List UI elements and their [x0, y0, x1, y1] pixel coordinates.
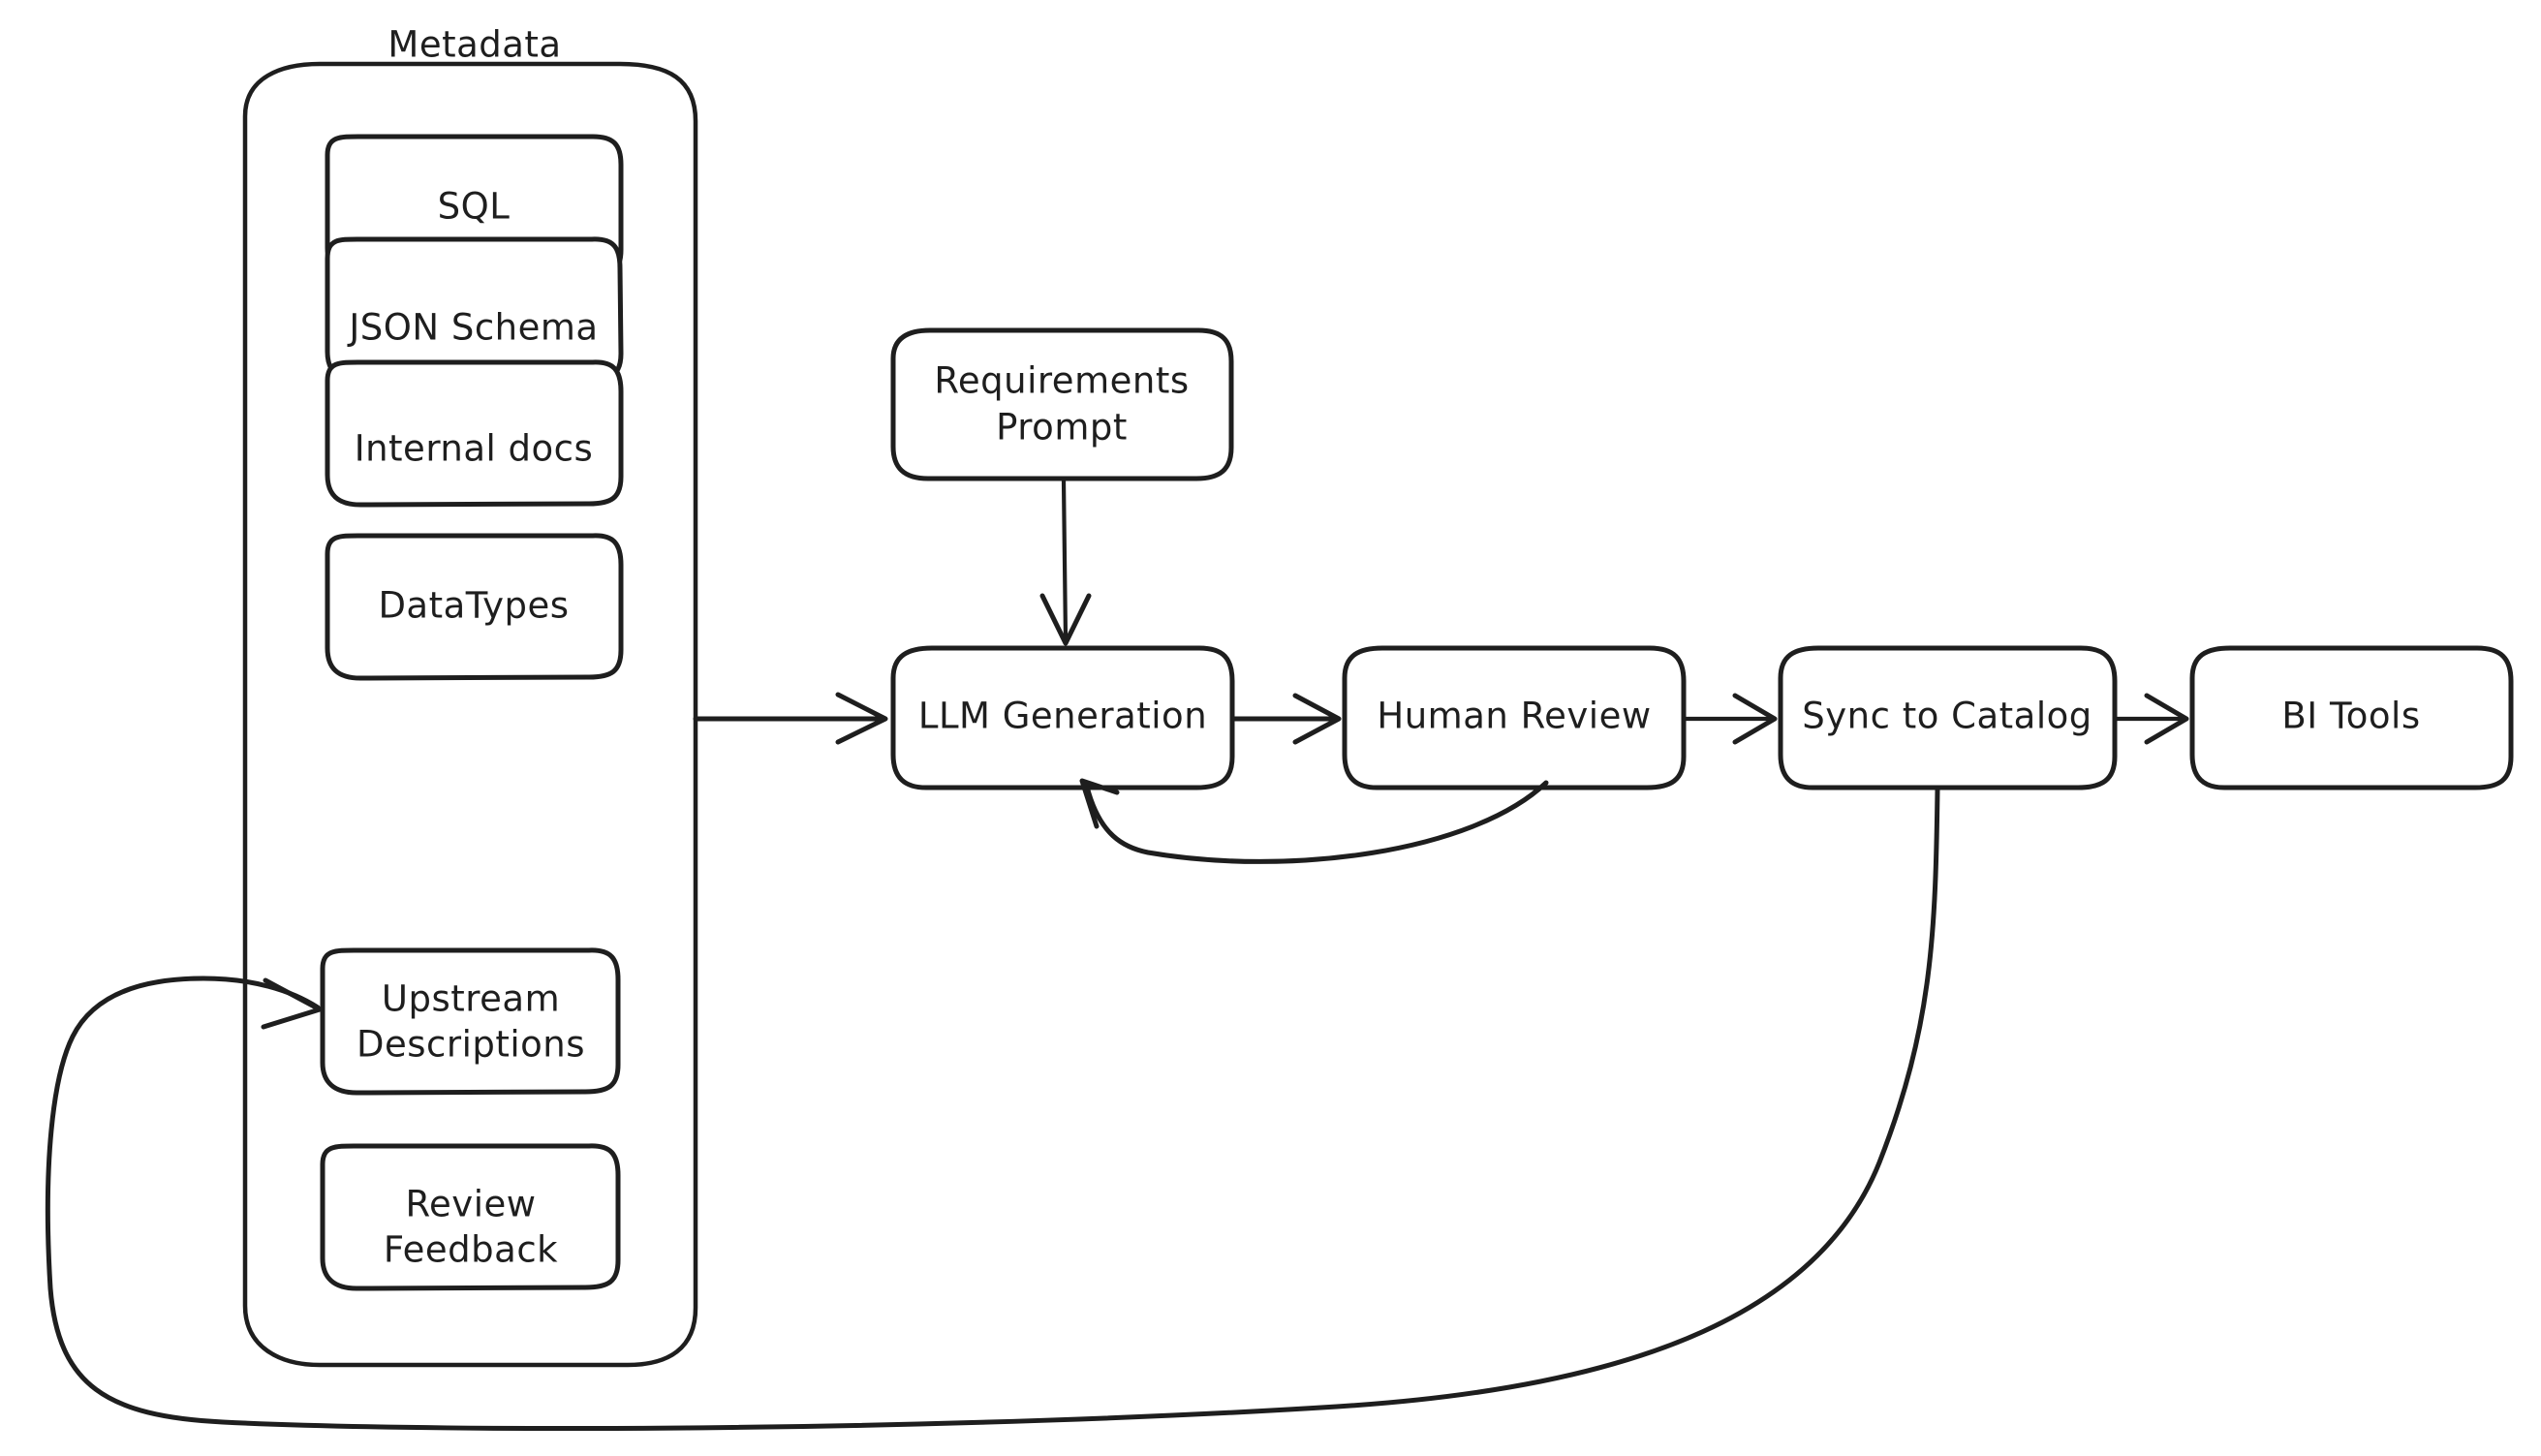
metadata-group-outline	[242, 61, 698, 1368]
node-datatypes-label: DataTypes	[378, 585, 569, 627]
node-internal-docs-outline	[325, 359, 624, 508]
node-sync-to-catalog-label: Sync to Catalog	[1802, 696, 2092, 737]
node-upstream-descriptions-label-line1: Upstream	[382, 978, 560, 1020]
edge-sync-to-upstream-arrowhead	[261, 977, 323, 1030]
edge-sync-to-upstream	[45, 787, 1940, 1432]
node-review-feedback-outline	[320, 1143, 621, 1291]
metadata-group-label: Metadata	[387, 24, 561, 66]
node-requirements-prompt-label-line1: Requirements	[934, 360, 1189, 402]
metadata-group[interactable]	[242, 61, 698, 1368]
node-llm-generation-label: LLM Generation	[918, 696, 1207, 737]
edge-review-back-to-llm-arrowhead	[1079, 778, 1120, 829]
edge-llm-to-review-arrowhead	[1292, 693, 1342, 745]
edge-metadata-to-llm	[693, 692, 888, 745]
edge-metadata-to-llm-arrowhead	[835, 692, 888, 745]
node-human-review[interactable]: Human Review	[1342, 645, 1687, 790]
node-sync-to-catalog-outline	[1778, 645, 2118, 790]
node-json-schema[interactable]: JSON Schema	[325, 236, 624, 384]
edge-review-back-to-llm	[1079, 778, 1549, 864]
node-bi-tools-outline	[2189, 645, 2514, 790]
node-datatypes-outline	[325, 533, 624, 681]
node-llm-generation[interactable]: LLM Generation	[890, 645, 1235, 790]
node-human-review-label: Human Review	[1377, 696, 1651, 737]
node-review-feedback[interactable]: Review Feedback	[320, 1143, 621, 1291]
edge-review-to-sync-arrowhead	[1732, 693, 1778, 745]
edge-review-back-to-llm-curve	[1084, 780, 1549, 864]
node-requirements-prompt-label-line2: Prompt	[996, 407, 1128, 449]
node-bi-tools-label: BI Tools	[2281, 696, 2420, 737]
edge-sync-to-bi	[2114, 693, 2189, 745]
edge-llm-to-review	[1231, 693, 1342, 745]
node-upstream-descriptions-label-line2: Descriptions	[356, 1024, 585, 1066]
node-json-schema-label: JSON Schema	[347, 307, 598, 349]
node-internal-docs-label: Internal docs	[355, 428, 594, 470]
node-sql-label: SQL	[438, 186, 511, 228]
edge-prompt-to-llm-arrowhead	[1039, 593, 1092, 646]
edge-prompt-to-llm	[1039, 478, 1092, 646]
node-requirements-prompt[interactable]: Requirements Prompt	[890, 327, 1234, 481]
node-human-review-outline	[1342, 645, 1687, 790]
edge-prompt-to-llm-line	[1061, 478, 1069, 642]
node-upstream-descriptions[interactable]: Upstream Descriptions	[320, 947, 621, 1096]
node-sync-to-catalog[interactable]: Sync to Catalog	[1778, 645, 2118, 790]
node-datatypes[interactable]: DataTypes	[325, 533, 624, 681]
node-upstream-descriptions-outline	[320, 947, 621, 1096]
node-llm-generation-outline	[890, 645, 1235, 790]
edge-sync-to-upstream-curve	[45, 787, 1940, 1432]
edge-sync-to-bi-arrowhead	[2144, 693, 2189, 745]
node-internal-docs[interactable]: Internal docs	[325, 359, 624, 508]
edge-review-to-sync	[1683, 693, 1778, 745]
node-requirements-prompt-outline	[890, 327, 1234, 481]
node-review-feedback-label-line2: Feedback	[384, 1229, 558, 1271]
node-bi-tools[interactable]: BI Tools	[2189, 645, 2514, 790]
node-review-feedback-label-line1: Review	[405, 1184, 536, 1225]
